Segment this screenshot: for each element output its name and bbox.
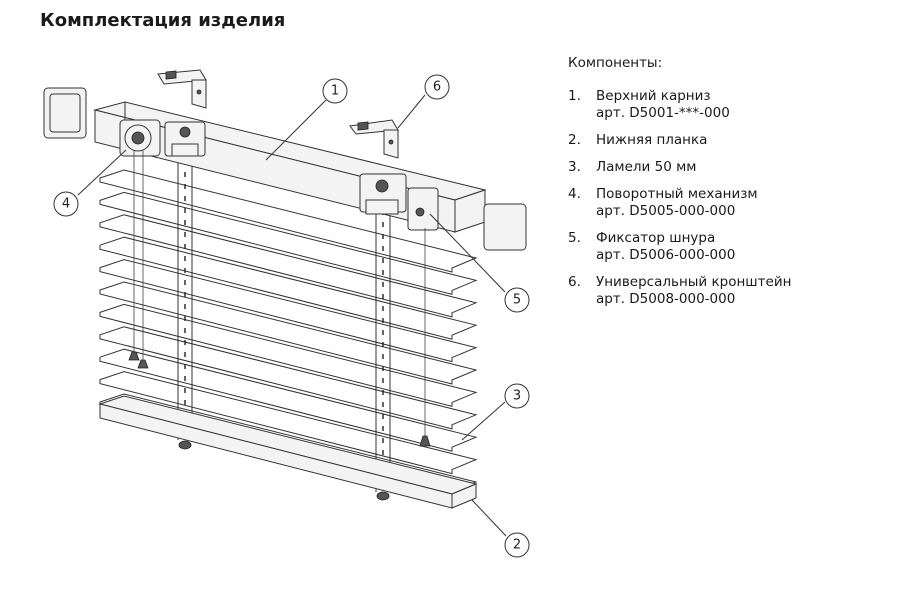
- cord-end-left: [178, 440, 192, 450]
- legend-item-2: 2. Нижняя планка: [568, 132, 888, 149]
- ladder-strings: [177, 158, 391, 492]
- slat: [99, 303, 478, 408]
- page-title: Комплектация изделия: [40, 10, 286, 31]
- slat: [99, 259, 478, 363]
- pull-cords: [128, 150, 431, 447]
- callout-3: 3: [504, 383, 530, 409]
- bracket-top-left: [157, 69, 207, 109]
- tilt-mechanism-right: [359, 173, 407, 215]
- slat: [99, 191, 478, 296]
- legend-item-name: Нижняя планка: [596, 132, 708, 148]
- callout-4: 4: [53, 191, 79, 217]
- svg-text:4: 4: [62, 197, 70, 212]
- legend-item-name: Верхний карниз: [596, 88, 711, 104]
- slat: [99, 214, 478, 318]
- callout-6: 6: [424, 74, 450, 100]
- svg-text:2: 2: [513, 538, 521, 553]
- slat: [99, 169, 478, 273]
- callout-2: 2: [504, 532, 530, 558]
- cord-end-right: [376, 491, 390, 501]
- svg-text:3: 3: [513, 389, 521, 404]
- tilt-mechanism-left: [119, 119, 206, 157]
- end-cap-right: [483, 203, 527, 251]
- slat: [99, 281, 478, 385]
- end-cap-left: [43, 87, 87, 139]
- legend-item-name: Фиксатор шнура: [596, 230, 716, 246]
- legend-item-article: арт. D5006-000-000: [596, 247, 736, 263]
- leader-lines: [77, 94, 507, 537]
- legend-item-3: 3. Ламели 50 мм: [568, 159, 888, 176]
- bottom-rail: [98, 395, 478, 509]
- legend-item-number: 3.: [568, 159, 581, 175]
- legend-item-number: 4.: [568, 186, 581, 202]
- legend-item-article: арт. D5005-000-000: [596, 203, 736, 219]
- cord-lock: [407, 187, 439, 231]
- slat: [99, 236, 478, 340]
- slat: [99, 326, 478, 430]
- bracket-top-right: [349, 119, 399, 159]
- legend-item-number: 1.: [568, 88, 581, 104]
- svg-text:1: 1: [331, 84, 339, 99]
- callout-1: 1: [322, 78, 348, 104]
- legend-item-name: Ламели 50 мм: [596, 159, 697, 175]
- legend-item-number: 6.: [568, 274, 581, 290]
- legend-item-article: арт. D5008-000-000: [596, 291, 736, 307]
- legend-item-name: Универсальный кронштейн: [596, 274, 792, 290]
- callout-5: 5: [504, 287, 530, 313]
- slat: [99, 348, 478, 452]
- svg-text:5: 5: [513, 293, 521, 308]
- legend-item-number: 5.: [568, 230, 581, 246]
- legend-item-name: Поворотный механизм: [596, 186, 758, 202]
- legend-item-number: 2.: [568, 132, 581, 148]
- slat: [99, 371, 478, 475]
- legend-heading: Компоненты:: [568, 55, 663, 71]
- svg-text:6: 6: [433, 80, 441, 95]
- legend-item-article: арт. D5001-***-000: [596, 105, 730, 121]
